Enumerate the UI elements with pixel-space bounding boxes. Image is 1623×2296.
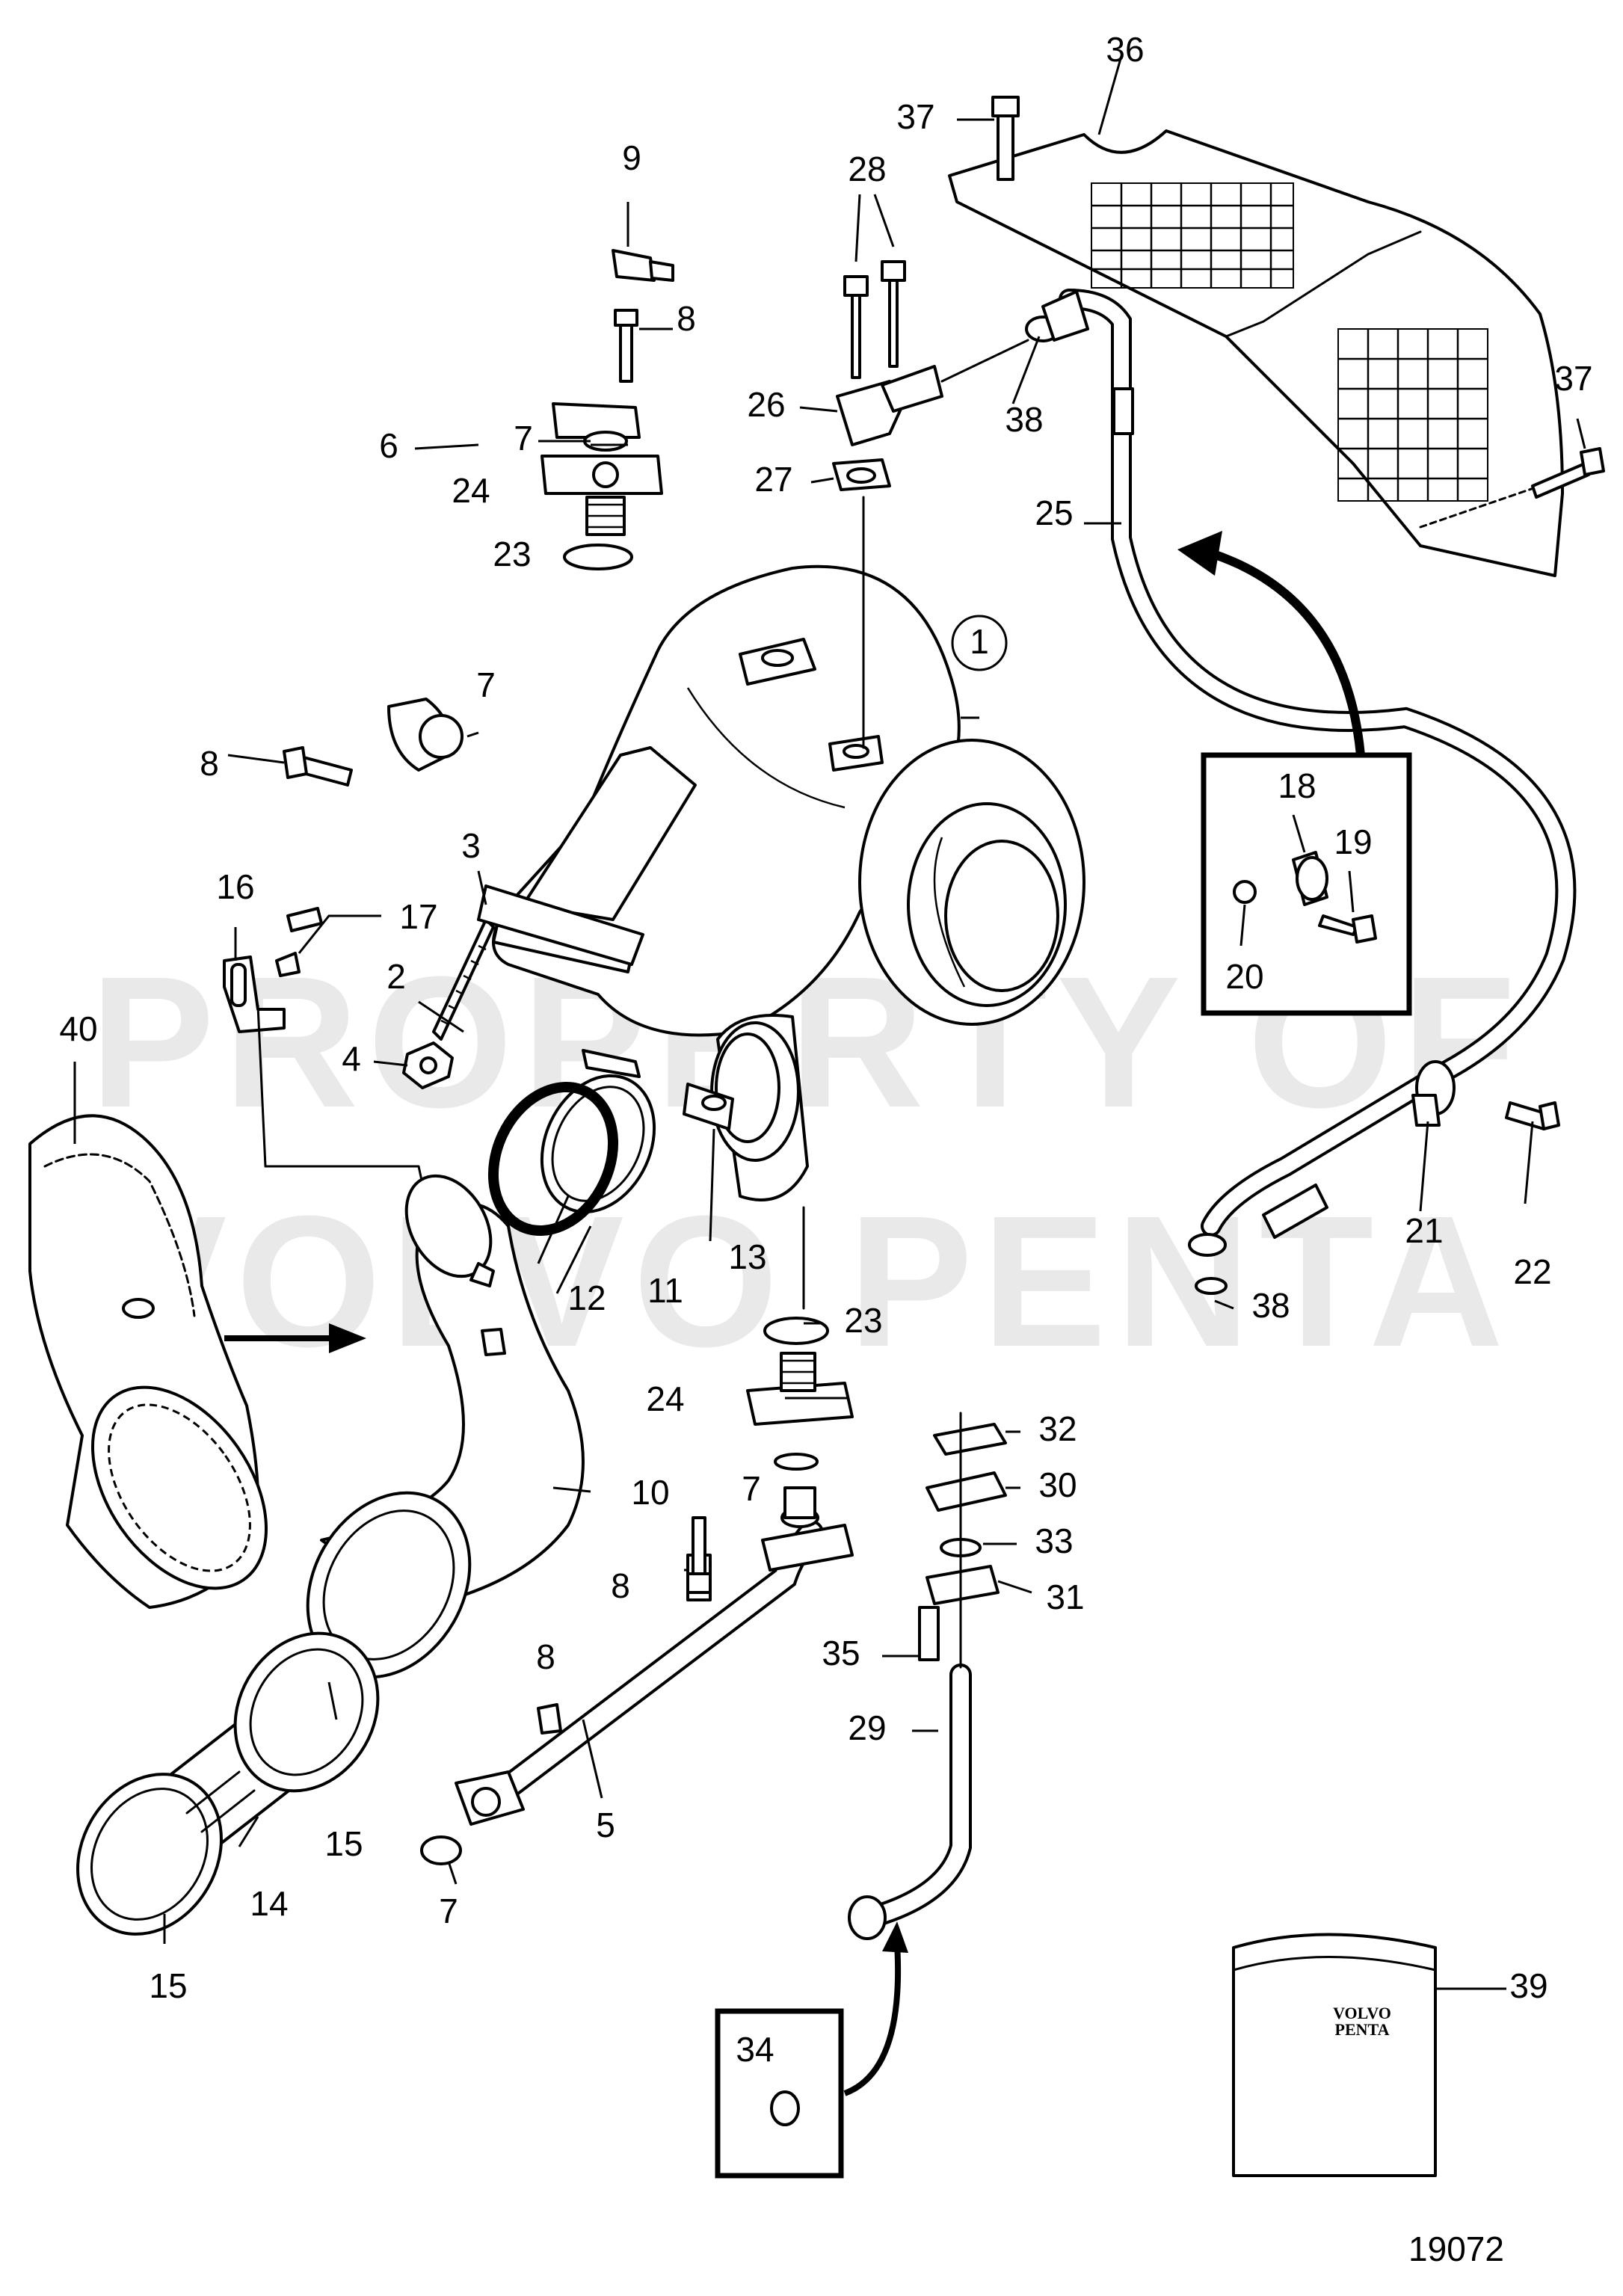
upper-fittings <box>832 260 1061 749</box>
callout-31: 31 <box>1046 1578 1084 1616</box>
callout-12: 12 <box>567 1278 606 1317</box>
callout-27: 27 <box>754 460 792 499</box>
callout-33: 33 <box>1035 1521 1073 1560</box>
callout-8c: 8 <box>611 1566 630 1605</box>
o-ring-kit-box <box>715 1921 908 2179</box>
callout-16: 16 <box>216 867 254 906</box>
bolts-37 <box>991 96 1605 499</box>
lower-flange <box>746 1206 854 1471</box>
callout-15b: 15 <box>149 1966 187 2005</box>
callout-23b: 23 <box>844 1301 882 1340</box>
callout-circle-1 <box>951 615 1008 671</box>
callout-24b: 24 <box>646 1379 684 1418</box>
intake-hose-10 <box>306 1174 585 1679</box>
stud-nut-gasket <box>402 884 644 1089</box>
callout-39: 39 <box>1509 1966 1547 2005</box>
callout-37b: 37 <box>1554 359 1592 398</box>
callout-38b: 38 <box>1251 1286 1290 1325</box>
callout-30: 30 <box>1038 1465 1077 1504</box>
callout-9: 9 <box>622 138 641 177</box>
hose-cover-40 <box>28 1114 366 1609</box>
callout-29: 29 <box>848 1708 886 1747</box>
detail-box-clip <box>1201 752 1412 1016</box>
detail-arrow <box>1177 531 1365 756</box>
callout-23a: 23 <box>493 535 531 573</box>
gasket-kit-39: VOLVO PENTA <box>1232 1933 1437 2177</box>
callout-34: 34 <box>736 2030 774 2069</box>
callout-24a: 24 <box>452 471 490 510</box>
oil-return-pipe-5 <box>420 1486 854 1865</box>
callout-17: 17 <box>399 897 437 936</box>
callout-19: 19 <box>1334 822 1372 861</box>
callout-8a: 8 <box>200 744 219 783</box>
heat-shield <box>948 129 1564 577</box>
callout-3: 3 <box>461 826 481 865</box>
callout-6: 6 <box>379 426 398 465</box>
clamp-and-seal <box>487 1049 734 1237</box>
kit-logo-line-2: PENTA <box>1335 2020 1390 2039</box>
callout-35: 35 <box>822 1634 860 1672</box>
callout-14: 14 <box>250 1884 288 1923</box>
callout-2: 2 <box>386 957 406 996</box>
callout-38a: 38 <box>1005 400 1043 439</box>
callout-20: 20 <box>1225 957 1263 996</box>
callout-7a: 7 <box>514 419 533 458</box>
callout-8d: 8 <box>536 1637 555 1676</box>
callout-26: 26 <box>747 385 785 424</box>
adapter-14 <box>76 1631 380 1936</box>
callout-40: 40 <box>59 1009 97 1048</box>
callout-15a: 15 <box>324 1824 363 1863</box>
callout-36: 36 <box>1106 30 1144 69</box>
callout-37a: 37 <box>896 97 934 136</box>
callout-10: 10 <box>631 1473 669 1512</box>
callout-22: 22 <box>1513 1252 1551 1291</box>
callout-5: 5 <box>596 1806 615 1844</box>
callout-7d: 7 <box>439 1892 458 1930</box>
callout-28: 28 <box>848 150 886 188</box>
oil-pipe-6 <box>305 249 674 772</box>
drawing-number: 19072 <box>1408 2229 1504 2268</box>
callout-18: 18 <box>1278 766 1316 805</box>
callout-32: 32 <box>1038 1409 1077 1448</box>
kit-logo-line-1: VOLVO <box>1333 2004 1391 2022</box>
callout-1: 1 <box>970 622 989 661</box>
leader-lines <box>73 55 1586 1990</box>
callout-25: 25 <box>1035 493 1073 532</box>
callout-7c: 7 <box>742 1469 761 1508</box>
callout-labels: 1 2 3 4 5 6 7 7 7 7 8 8 8 8 9 10 11 12 1… <box>59 30 1592 2069</box>
heat-shield-vents <box>1091 182 1488 502</box>
callout-11: 11 <box>647 1271 683 1310</box>
callout-21: 21 <box>1405 1211 1443 1250</box>
callout-13: 13 <box>728 1237 766 1276</box>
callout-7b: 7 <box>476 665 496 704</box>
bolts-8 <box>283 309 712 1594</box>
return-line-25 <box>1041 289 1577 1295</box>
bracket-16 <box>223 907 443 1272</box>
callout-8b: 8 <box>677 299 696 338</box>
drain-pipe-29 <box>848 1412 1007 1940</box>
callout-4: 4 <box>342 1039 361 1078</box>
turbocharger <box>492 564 1085 1201</box>
